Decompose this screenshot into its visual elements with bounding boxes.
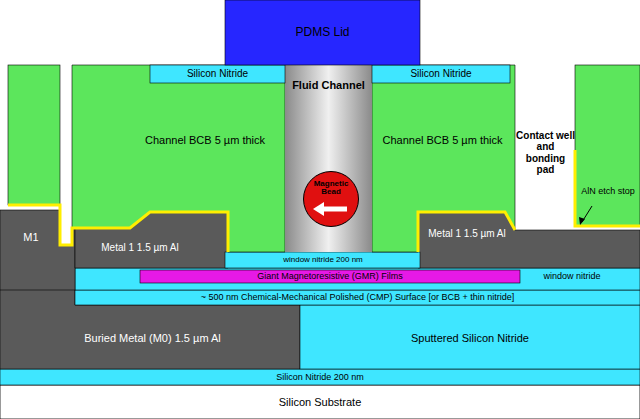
layer-label: Giant Magnetoresistive (GMR) Films	[257, 271, 403, 281]
bcb-layer: Channel BCB 5 µm thick	[140, 112, 270, 168]
window-nitride: window nitride 200 nm	[228, 252, 418, 268]
magnetic-bead: Magnetic Bead	[303, 171, 359, 227]
bcb-layer: Channel BCB 5 µm thick	[380, 112, 505, 168]
metal-layer: Metal 1 1.5 µm Al	[424, 216, 510, 252]
layer-label: Fluid Channel	[292, 79, 365, 92]
layer-label: Metal 1 1.5 µm Al	[428, 228, 505, 240]
gmr-film: Giant Magnetoresistive (GMR) Films	[140, 270, 520, 283]
label-box: window nitride	[522, 270, 622, 283]
metal-via: M1	[4, 222, 58, 252]
buried-metal: Buried Metal (M0) 1.5 µm Al	[10, 310, 295, 366]
layer-label: Metal 1 1.5 µm Al	[101, 242, 178, 254]
nitride-layer: Sputtered Silicon Nitride	[300, 310, 640, 366]
layer-label: PDMS Lid	[295, 26, 349, 40]
label-box: AlN etch stop	[578, 176, 638, 206]
nitride-layer: Silicon Nitride 200 nm	[0, 369, 640, 385]
layer-label: Silicon Nitride 200 nm	[276, 372, 364, 382]
fluid-channel: Fluid ChannelMagnetic Bead	[285, 65, 372, 252]
label-text: AlN etch stop	[581, 186, 635, 196]
nitride-cap: Silicon Nitride	[150, 65, 285, 83]
layer-label: Channel BCB 5 µm thick	[382, 134, 502, 147]
cmp-layer: ~ 500 nm Chemical-Mechanical Polished (C…	[75, 290, 640, 305]
label-text: window nitride	[543, 271, 600, 281]
layer-label: Silicon Nitride	[410, 68, 471, 80]
metal-layer: Metal 1 1.5 µm Al	[85, 230, 195, 266]
substrate: Silicon Substrate	[0, 386, 640, 419]
layer-label: Silicon Substrate	[279, 396, 362, 409]
nitride-cap: Silicon Nitride	[372, 65, 510, 83]
layer-label: ~ 500 nm Chemical-Mechanical Polished (C…	[201, 292, 515, 302]
label-box: Contact well and bonding pad	[516, 115, 575, 190]
lid-layer: PDMS Lid	[225, 0, 420, 65]
layer-label: window nitride 200 nm	[283, 255, 363, 264]
layer-label: Channel BCB 5 µm thick	[145, 134, 265, 147]
layer-label: Silicon Nitride	[187, 68, 248, 80]
layer-label: Buried Metal (M0) 1.5 µm Al	[84, 332, 221, 345]
layer-label: Magnetic Bead	[308, 180, 354, 197]
label-text: Contact well and bonding pad	[516, 130, 575, 176]
layer-label: Sputtered Silicon Nitride	[411, 332, 529, 345]
layer-label: M1	[23, 231, 38, 244]
